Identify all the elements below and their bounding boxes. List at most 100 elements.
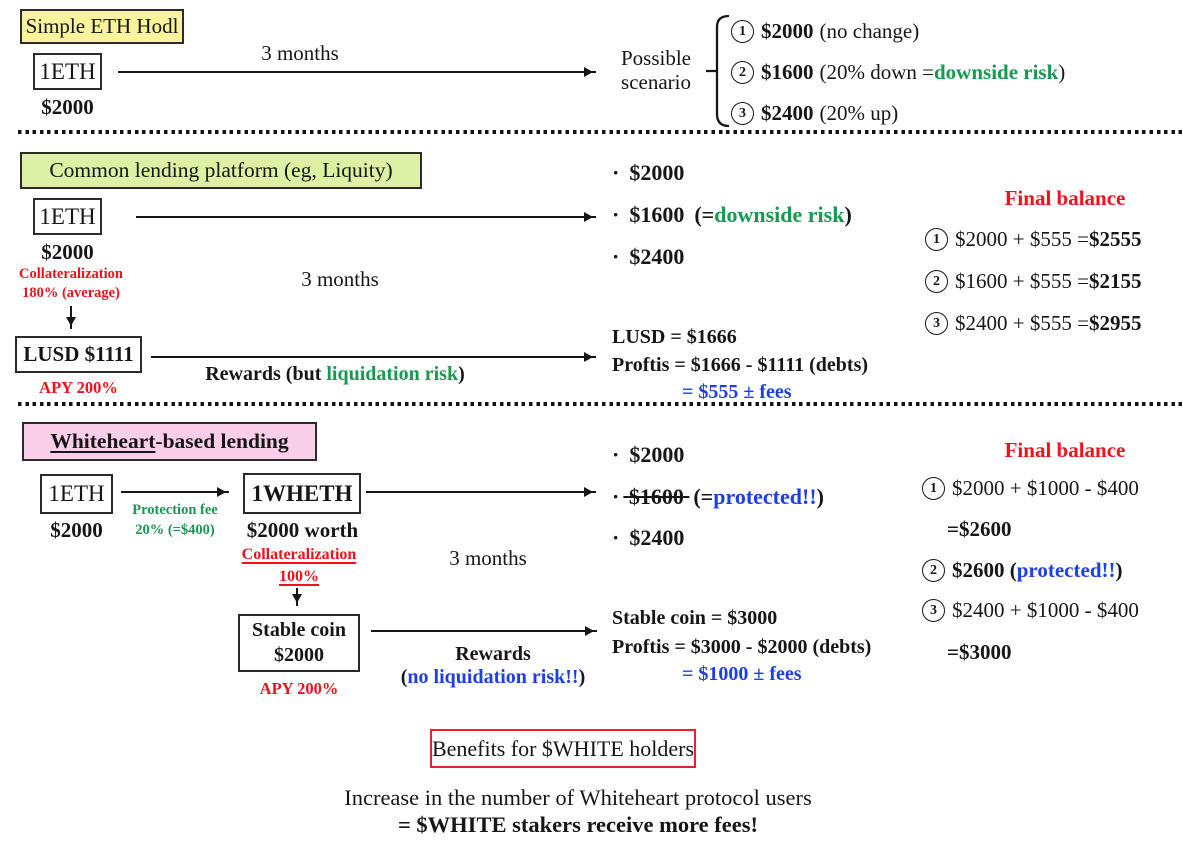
s3-protection-fee-label: Protection fee 20% (=$400) — [118, 500, 232, 540]
scenario-brace — [706, 14, 730, 128]
bullet-icon: · — [612, 202, 620, 227]
bullet-icon: · — [612, 525, 620, 550]
circled-number-icon: 2 — [925, 270, 948, 293]
s3-price-arrow — [366, 486, 596, 497]
s3-rewards-label: Rewards — [455, 643, 531, 665]
circled-number-icon: 2 — [922, 559, 945, 582]
s3-result-net: = $1000 ± fees — [682, 663, 802, 685]
s2-final-row-3: 3 $2400 + $555 = $2955 — [925, 311, 1141, 336]
s2-final-balance-title: Final balance — [1004, 186, 1126, 210]
s3-result-stable: Stable coin = $3000 — [612, 607, 778, 629]
s3-rw-risk: no liquidation risk!! — [407, 666, 579, 688]
s1-scenario-label: Possible scenario — [608, 46, 704, 94]
bullet-icon: · — [612, 442, 620, 467]
s3-stable-line1: Stable coin — [252, 619, 346, 641]
s3-wrap-arrow — [121, 486, 229, 497]
s2-result-net: = $555 ± fees — [682, 381, 792, 403]
s2-apy-label: APY 200% — [39, 378, 118, 397]
s2-out2-risk: downside risk — [714, 202, 845, 227]
s2-collat-line1: Collateralization — [19, 266, 123, 282]
s3-collat-arrow — [291, 588, 302, 606]
s3-no-liquidation-label: (no liquidation risk!!) — [355, 666, 631, 689]
s2-fb1-expr: $2000 + $555 = — [955, 227, 1089, 251]
section3-title: Whiteheart-based lending — [22, 422, 317, 461]
footer-line2: = $WHITE stakers receive more fees! — [397, 812, 758, 837]
s3-out2-amount: $1600 — [628, 484, 684, 509]
s2-eth-value: $2000 — [41, 240, 94, 264]
footer-benefits-box: Benefits for $WHITE holders — [430, 729, 696, 768]
s2-outcome-1: · $2000 — [612, 160, 684, 186]
s3-fb5-eq: = — [947, 640, 959, 664]
s2-out2-pre: (= — [694, 202, 715, 227]
s3-final-row-3: 2 $2600 ( protected!! ) — [922, 558, 1123, 583]
s3-wheth-box: 1WHETH — [243, 473, 361, 514]
s1-row2-risk: downside risk — [934, 60, 1059, 84]
s1-scenario-row-3: 3 $2400 (20% up) — [731, 101, 898, 126]
section1-title: Simple ETH Hodl — [20, 9, 184, 44]
s2-fb3-expr: $2400 + $555 = — [955, 311, 1089, 335]
s3-duration-label: 3 months — [449, 546, 527, 570]
s3-fb3-protected: protected!! — [1016, 558, 1116, 582]
s3-final-row-4: 3 $2400 + $1000 - $400 — [922, 598, 1139, 623]
s3-collateralization-label: Collateralization 100% — [225, 544, 373, 588]
s3-stablecoin-box: Stable coin $2000 — [238, 614, 360, 672]
s2-collateralization-label: Collateralization 180% (average) — [5, 265, 137, 303]
s3-apy-label: APY 200% — [259, 679, 339, 698]
s1-row3-amount: $2400 — [761, 101, 814, 125]
s1-scenario-line1: Possible — [620, 46, 691, 70]
circled-number-icon: 3 — [731, 102, 754, 125]
s2-final-row-1: 1 $2000 + $555 = $2555 — [925, 227, 1141, 252]
circled-number-icon: 3 — [922, 599, 945, 622]
s2-result-lusd: LUSD = $1666 — [612, 326, 737, 348]
s2-rewards-risk: liquidation risk — [326, 363, 459, 385]
s1-row1-note: (no change) — [819, 19, 920, 43]
bullet-icon: · — [612, 160, 620, 185]
s2-rewards-pre: Rewards (but — [205, 363, 327, 385]
bullet-icon: · — [612, 484, 620, 509]
s3-final-row-5: = $3000 — [947, 640, 1011, 665]
s2-fb1-sum: $2555 — [1088, 227, 1142, 251]
s3-wheth-value: $2000 worth — [246, 518, 359, 542]
s1-eth-value: $2000 — [41, 95, 94, 119]
section-divider — [18, 402, 1186, 406]
s2-lusd-box: LUSD $1111 — [15, 336, 142, 373]
s3-fb1-expr: $2000 + $1000 - $400 — [952, 476, 1139, 500]
s2-result-profit: Proftis = $1666 - $1111 (debts) — [612, 354, 869, 376]
circled-number-icon: 2 — [731, 61, 754, 84]
s2-out2-close: ) — [844, 202, 852, 227]
s2-fb2-expr: $1600 + $555 = — [955, 269, 1089, 293]
s1-scenario-line2: scenario — [621, 70, 691, 94]
s2-final-row-2: 2 $1600 + $555 = $2155 — [925, 269, 1141, 294]
s2-fb3-sum: $2955 — [1088, 311, 1142, 335]
s3-title-brand: Whiteheart — [50, 429, 156, 453]
s2-collat-arrow — [65, 306, 76, 329]
s3-outcome-2: · $1600 (= protected!! ) — [612, 484, 824, 510]
s1-duration-label: 3 months — [261, 41, 339, 65]
s3-out1-amount: $2000 — [629, 442, 685, 467]
s3-collat-line2: 100% — [279, 568, 319, 585]
s3-eth-box: 1ETH — [40, 474, 113, 514]
s2-price-arrow — [136, 211, 596, 222]
s2-out1-amount: $2000 — [629, 160, 685, 185]
s3-result-profit: Proftis = $3000 - $2000 (debts) — [612, 636, 872, 658]
s2-rewards-arrow — [151, 351, 596, 362]
s3-title-rest: -based lending — [155, 429, 289, 453]
s3-collat-line1: Collateralization — [241, 546, 357, 563]
s3-fee-line1: Protection fee — [132, 502, 218, 518]
s1-row1-amount: $2000 — [761, 19, 814, 43]
s3-fb4-expr: $2400 + $1000 - $400 — [952, 598, 1139, 622]
s3-eth-value: $2000 — [50, 518, 103, 542]
s3-stable-line2: $2000 — [274, 644, 324, 666]
s3-out3-amount: $2400 — [629, 525, 685, 550]
circled-number-icon: 1 — [731, 20, 754, 43]
s3-out2-close: ) — [816, 484, 824, 509]
s3-fb3-pre: $2600 ( — [952, 558, 1017, 582]
s2-eth-box: 1ETH — [33, 198, 102, 235]
s3-final-balance-title: Final balance — [1004, 438, 1126, 462]
s3-fb5-sum: $3000 — [958, 640, 1012, 664]
s1-eth-box: 1ETH — [33, 53, 102, 90]
s1-row2-close: ) — [1058, 60, 1066, 84]
bullet-icon: · — [612, 244, 620, 269]
s3-fb3-close: ) — [1115, 558, 1123, 582]
